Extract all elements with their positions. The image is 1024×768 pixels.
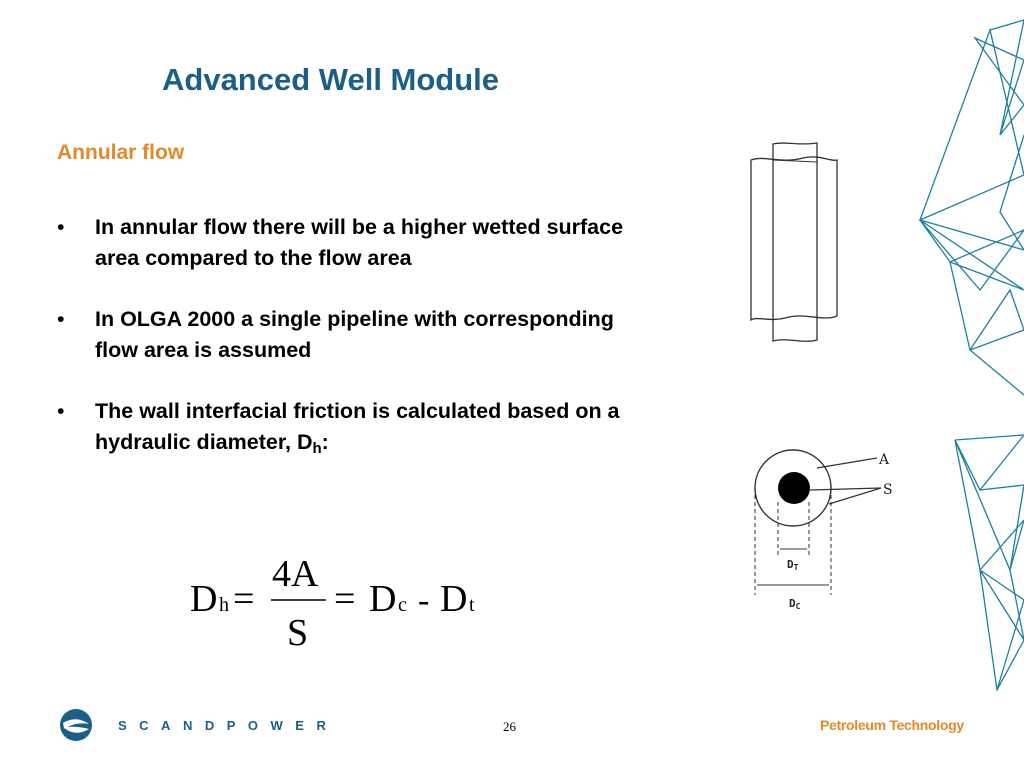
label-dc: DC: [789, 597, 801, 611]
label-dc-main: D: [789, 597, 796, 610]
annulus-cross-section: A S DT DC: [754, 449, 893, 611]
bullet-text: In annular flow there will be a higher w…: [95, 215, 624, 270]
bullet-item: • The wall interfacial friction is calcu…: [57, 396, 657, 464]
formula-term2-sub: t: [469, 594, 475, 616]
bullet-marker: •: [57, 215, 65, 239]
page-number: 26: [503, 719, 516, 734]
formula-term1-sub: c: [398, 594, 407, 616]
label-dc-sub: C: [796, 602, 801, 611]
hydraulic-diameter-formula: D h = 4A S = D c - D t: [190, 553, 475, 654]
formula-equals-2: =: [334, 578, 355, 620]
bullet-text-main: The wall interfacial friction is calcula…: [95, 399, 620, 454]
section-subtitle: Annular flow: [57, 141, 185, 164]
label-dt-main: D: [787, 558, 794, 571]
bullet-text: In OLGA 2000 a single pipeline with corr…: [95, 307, 614, 362]
leader-s-inner: [809, 487, 882, 491]
bullet-text-suffix: :: [321, 430, 329, 454]
bullet-marker: •: [57, 307, 65, 331]
label-dt-sub: T: [794, 563, 799, 572]
outer-pipe-outline: [750, 156, 838, 322]
formula-term2: D: [440, 578, 467, 620]
formula-equals-1: =: [233, 578, 254, 620]
formula-numerator: 4A: [272, 553, 319, 595]
formula-lhs-sub: h: [219, 594, 229, 616]
inner-pipe-line: [772, 159, 818, 163]
leader-s-outer: [828, 487, 882, 505]
formula-minus: -: [418, 582, 429, 619]
label-a: A: [878, 452, 890, 468]
footer-tagline: Petroleum Technology: [820, 717, 964, 733]
formula-denominator: S: [287, 612, 308, 654]
annulus-pipe-sketch: [750, 142, 838, 342]
slide-title: Advanced Well Module: [162, 62, 500, 97]
bullet-marker: •: [57, 399, 65, 423]
formula-term1: D: [369, 578, 396, 620]
scandpower-logo-icon: [60, 709, 92, 741]
inner-pipe-outline: [772, 142, 818, 342]
decorative-network-graphic: [918, 19, 1024, 693]
bullet-item: • In annular flow there will be a higher…: [57, 212, 657, 274]
label-dt: DT: [787, 558, 799, 572]
casing-circle: [754, 449, 832, 527]
bullet-text: The wall interfacial friction is calcula…: [95, 399, 620, 457]
subscript-h: h: [312, 440, 322, 457]
brand-wordmark: SCANDPOWER: [118, 718, 339, 733]
formula-lhs: D: [190, 578, 217, 620]
label-s: S: [883, 482, 893, 498]
leader-a: [816, 457, 878, 469]
tubing-circle: [778, 472, 810, 504]
bullet-item: • In OLGA 2000 a single pipeline with co…: [57, 304, 657, 366]
bullet-list: • In annular flow there will be a higher…: [57, 212, 657, 494]
